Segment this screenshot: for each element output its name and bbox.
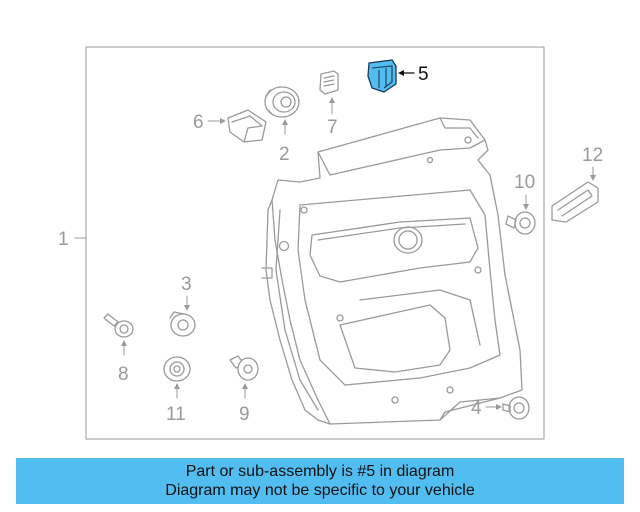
arrow-7 (329, 97, 335, 103)
exploded-parts-diagram: 1 (58, 46, 603, 440)
quarter-trim-panel (261, 117, 523, 425)
part-10 (505, 211, 536, 235)
arrow-8 (121, 340, 127, 346)
part-3 (169, 311, 196, 337)
part-6 (227, 109, 267, 143)
arrow-11 (174, 383, 180, 389)
callout-3: 3 (181, 274, 192, 295)
part-4 (502, 396, 530, 420)
arrow-5 (398, 70, 404, 76)
part-7 (319, 70, 339, 95)
callout-9: 9 (239, 404, 250, 425)
arrow-6 (220, 118, 226, 124)
part-8 (103, 313, 134, 338)
callout-4: 4 (471, 398, 482, 419)
banner-line-1: Part or sub-assembly is #5 in diagram (185, 463, 455, 480)
arrow-9 (242, 383, 248, 389)
callout-2: 2 (279, 144, 290, 165)
diagram-frame (85, 46, 545, 440)
arrow-12 (590, 175, 596, 181)
callout-1: 1 (58, 229, 69, 250)
callout-12: 12 (582, 145, 603, 166)
banner-line-2: Diagram may not be specific to your vehi… (165, 482, 475, 499)
callout-6: 6 (193, 112, 204, 133)
callout-8: 8 (118, 364, 129, 385)
arrow-2 (282, 119, 288, 125)
callout-11: 11 (166, 404, 186, 425)
arrow-4 (496, 404, 502, 410)
callout-7: 7 (327, 117, 338, 138)
arrow-3 (184, 305, 190, 311)
part-2 (264, 86, 300, 118)
part-info-banner: Part or sub-assembly is #5 in diagram Di… (16, 458, 624, 504)
part-9 (229, 355, 259, 381)
callout-5: 5 (418, 64, 429, 85)
part-11 (163, 356, 191, 382)
callout-10: 10 (514, 172, 535, 193)
part-12 (551, 181, 599, 223)
part-5-clip-highlighted (367, 59, 397, 93)
arrow-10 (523, 204, 529, 210)
